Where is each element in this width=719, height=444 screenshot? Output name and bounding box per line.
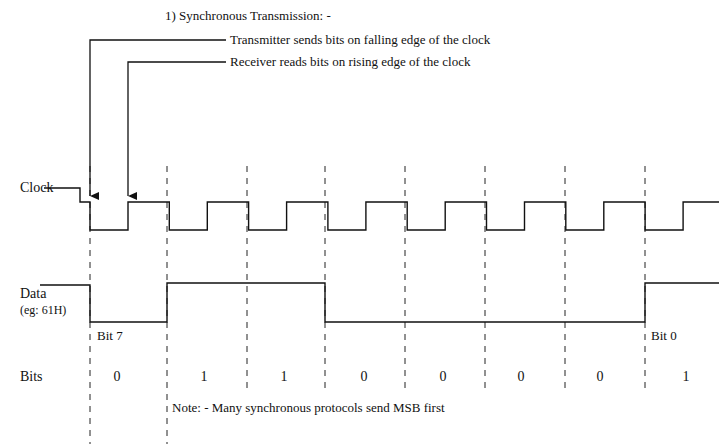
row-name: Bits — [20, 369, 43, 385]
callout-text: Receiver reads bits on rising edge of th… — [230, 54, 470, 70]
bit-boundary — [645, 166, 646, 390]
bit-marker: Bit 0 — [651, 328, 677, 344]
bit-boundary — [325, 166, 326, 390]
callout-text: Transmitter sends bits on falling edge o… — [230, 32, 490, 48]
note-text: Note: - Many synchronous protocols send … — [172, 400, 445, 416]
bit-boundary — [405, 166, 406, 390]
bit-marker: Bit 7 — [97, 328, 123, 344]
bit-value: 0 — [518, 369, 525, 385]
signal-name: Clock — [20, 180, 53, 196]
bit-value: 1 — [281, 369, 288, 385]
bit-value: 0 — [597, 369, 604, 385]
bit-value: 0 — [440, 369, 447, 385]
bit-value: 0 — [114, 369, 121, 385]
receiver-leader — [128, 62, 226, 196]
bit-boundaries — [90, 166, 645, 444]
signal-name: Data — [20, 286, 46, 302]
bit-boundary — [247, 166, 248, 390]
clock-waveform — [44, 188, 719, 230]
signal-example: (eg: 61H) — [20, 302, 66, 318]
transmitter-leader — [90, 40, 226, 196]
title: 1) Synchronous Transmission: - — [165, 8, 331, 24]
data-waveform — [40, 283, 719, 322]
bit-boundary — [565, 166, 566, 390]
bit-value: 0 — [361, 369, 368, 385]
bit-boundary — [485, 166, 486, 390]
bit-value: 1 — [201, 369, 208, 385]
bit-value: 1 — [683, 369, 690, 385]
